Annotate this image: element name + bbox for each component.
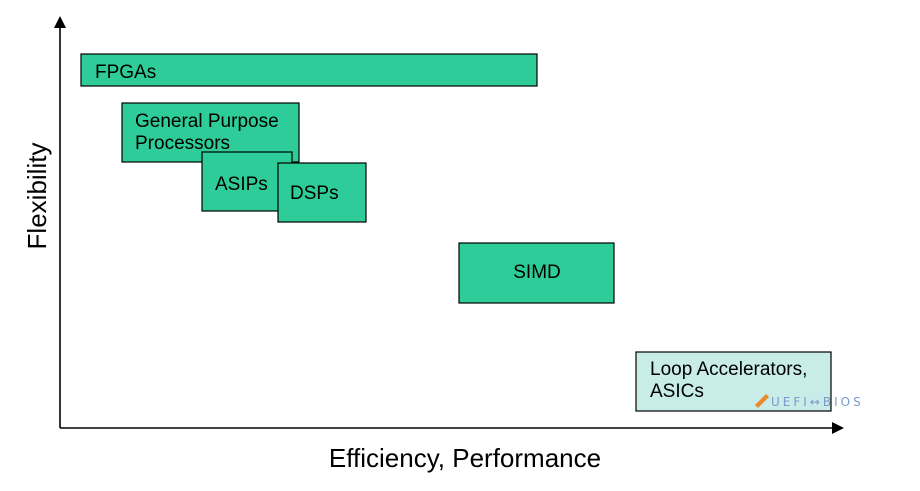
pencil-icon (755, 394, 769, 408)
dsps-box (277, 162, 367, 223)
simd-label: SIMD (513, 262, 561, 283)
fpgas-box (80, 53, 538, 87)
loop-accelerators-label-line1: Loop Accelerators, (650, 359, 807, 380)
simd-box (458, 242, 615, 304)
loop-accelerators-asics-box (635, 351, 832, 412)
y-axis-label: Flexibility (22, 143, 52, 250)
x-axis-label: Efficiency, Performance (329, 443, 601, 473)
fpgas-label: FPGAs (95, 62, 156, 83)
y-axis-arrow-icon (54, 16, 66, 28)
watermark-text: UEFI↔BIOS (771, 395, 864, 409)
watermark: UEFI↔BIOS (755, 394, 864, 409)
general-purpose-processors-label-line1: General Purpose (135, 111, 279, 132)
dsps-label: DSPs (290, 183, 339, 204)
asips-label: ASIPs (215, 174, 268, 195)
asips-box (201, 151, 293, 212)
loop-accelerators-label-line2: ASICs (650, 381, 704, 402)
general-purpose-processors-label-line2: Processors (135, 133, 230, 154)
x-axis-arrow-icon (832, 422, 844, 434)
